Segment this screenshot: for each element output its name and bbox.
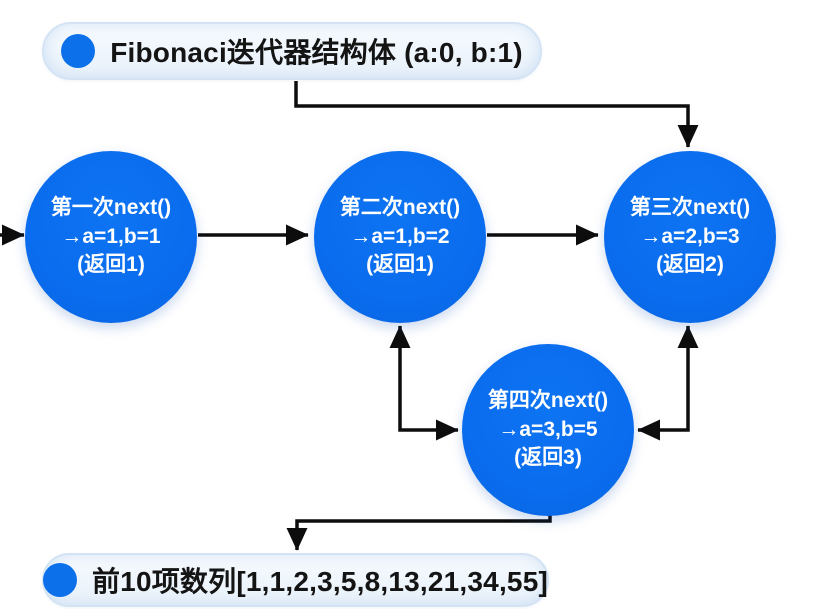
node-next4-line3: (返回3) [514,446,582,470]
edge-next3-next4-double [637,325,699,441]
node-next3-line1: 第三次next() [629,196,751,220]
node-next1-line2: →a=1,b=1 [61,224,161,248]
node-next4-line1: 第四次next() [487,389,609,413]
node-next1: 第一次next() →a=1,b=1 (返回1) [25,151,197,323]
node-next1-line1: 第一次next() [50,196,172,220]
node-next4-line2: →a=3,b=5 [498,417,598,441]
node-next2: 第二次next() →a=1,b=2 (返回1) [314,151,486,323]
node-next2-line2: →a=1,b=2 [350,224,450,248]
title-pill-label: Fibonaci迭代器结构体 (a:0, b:1) [110,37,523,68]
node-next2-line1: 第二次next() [339,196,461,220]
node-next3-line3: (返回2) [656,253,724,277]
edge-next4-to-resultpill [286,512,552,551]
edge-titlepill-to-next3 [294,81,699,148]
bullet-dot-icon [61,34,96,68]
bullet-dot-icon [42,563,77,597]
result-pill-label: 前10项数列[1,1,2,3,5,8,13,21,34,55] [91,566,549,597]
title-pill: Fibonaci迭代器结构体 (a:0, b:1) [42,22,542,80]
edge-next2-next4-double [389,325,459,441]
node-next3-line2: →a=2,b=3 [640,224,740,248]
node-next4: 第四次next() →a=3,b=5 (返回3) [462,344,634,516]
node-next1-line3: (返回1) [77,253,145,277]
node-next2-line3: (返回1) [366,253,434,277]
node-next3: 第三次next() →a=2,b=3 (返回2) [604,151,776,323]
result-pill: 前10项数列[1,1,2,3,5,8,13,21,34,55] [42,553,549,607]
